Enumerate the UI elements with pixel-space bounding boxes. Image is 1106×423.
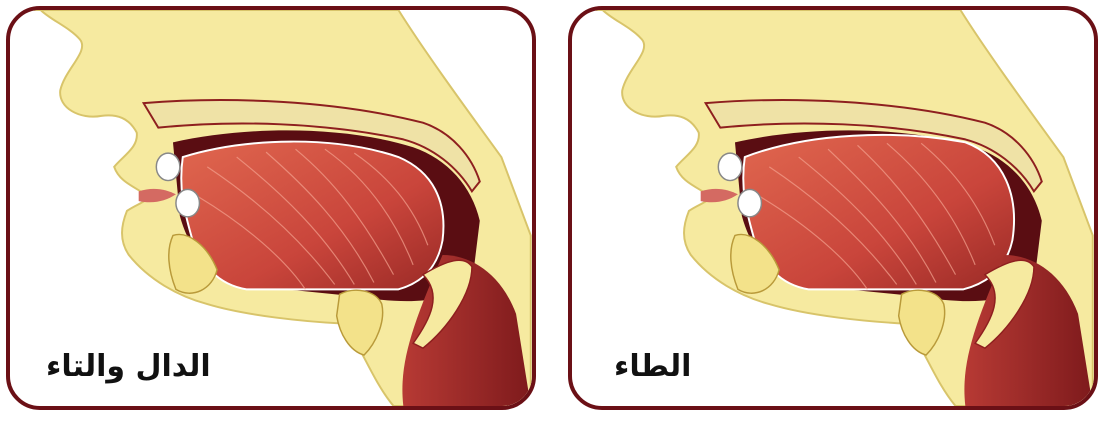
head-cross-section-illustration — [10, 10, 532, 406]
lower-tooth — [176, 189, 200, 216]
upper-tooth — [718, 153, 742, 180]
upper-tooth — [156, 153, 180, 180]
caption-dal-ta: الدال والتاء — [46, 349, 211, 384]
panel-dal-ta: الدال والتاء — [6, 6, 536, 410]
panel-ta-emphatic: الطاء — [568, 6, 1098, 410]
caption-ta-emphatic: الطاء — [614, 349, 691, 384]
head-cross-section-illustration — [572, 10, 1094, 406]
lower-tooth — [738, 189, 762, 216]
